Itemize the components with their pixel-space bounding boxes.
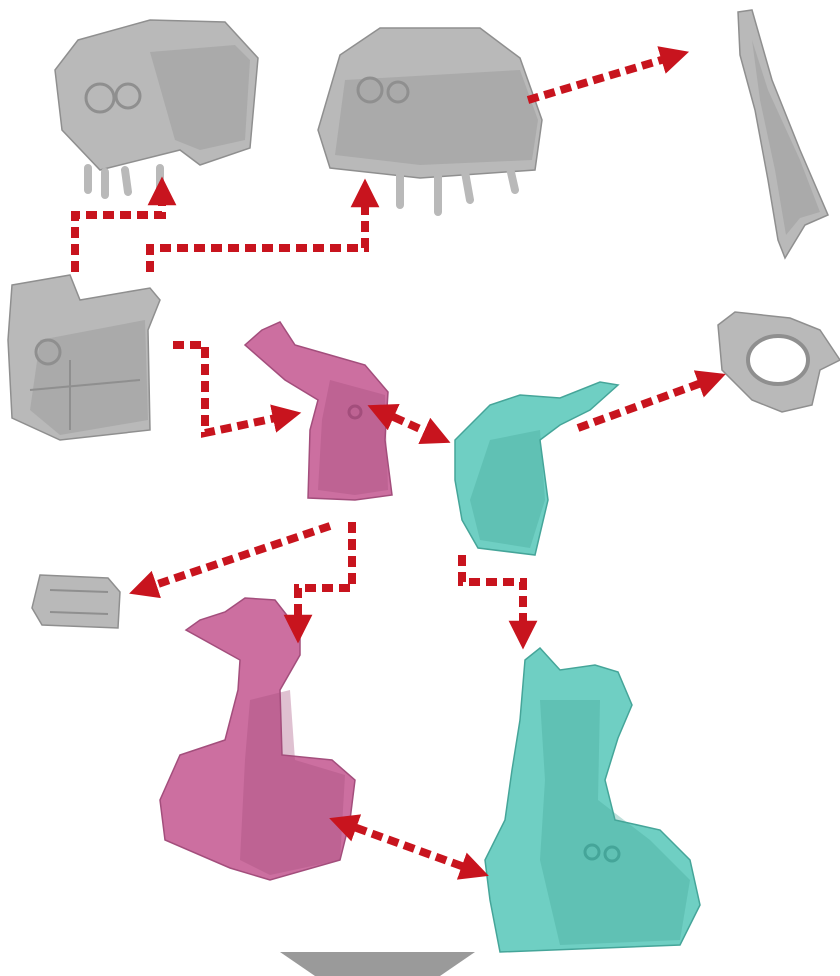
part-arm-upper-pink (243, 321, 393, 501)
part-helmet-closed (317, 27, 543, 216)
part-leg-pink (159, 597, 356, 881)
arrow-teal-to-teal-leg (458, 555, 538, 650)
part-ring-clip (717, 311, 840, 413)
arrow-core-to-helmet-closed (146, 178, 380, 272)
arrow-pink-to-pink-leg (283, 522, 356, 644)
part-core-block (7, 274, 161, 441)
arrow-helmet-closed-to-fin (526, 46, 690, 104)
part-fin (737, 9, 829, 260)
part-arm-upper-teal (454, 381, 620, 556)
arrow-pink-to-plate (129, 522, 332, 599)
part-small-plate (31, 574, 121, 629)
arrow-core-to-pink-arm (173, 341, 302, 438)
part-leg-teal (484, 646, 701, 953)
arrow-teal-arm-to-ring (576, 370, 726, 432)
arrow-core-to-helmet-open (71, 176, 177, 272)
arrow-pink-leg-teal-leg (329, 814, 489, 880)
connections (71, 46, 726, 880)
part-helmet-open (54, 19, 259, 199)
arrow-pink-teal-arm (367, 403, 451, 445)
next-step-marker (280, 952, 475, 976)
